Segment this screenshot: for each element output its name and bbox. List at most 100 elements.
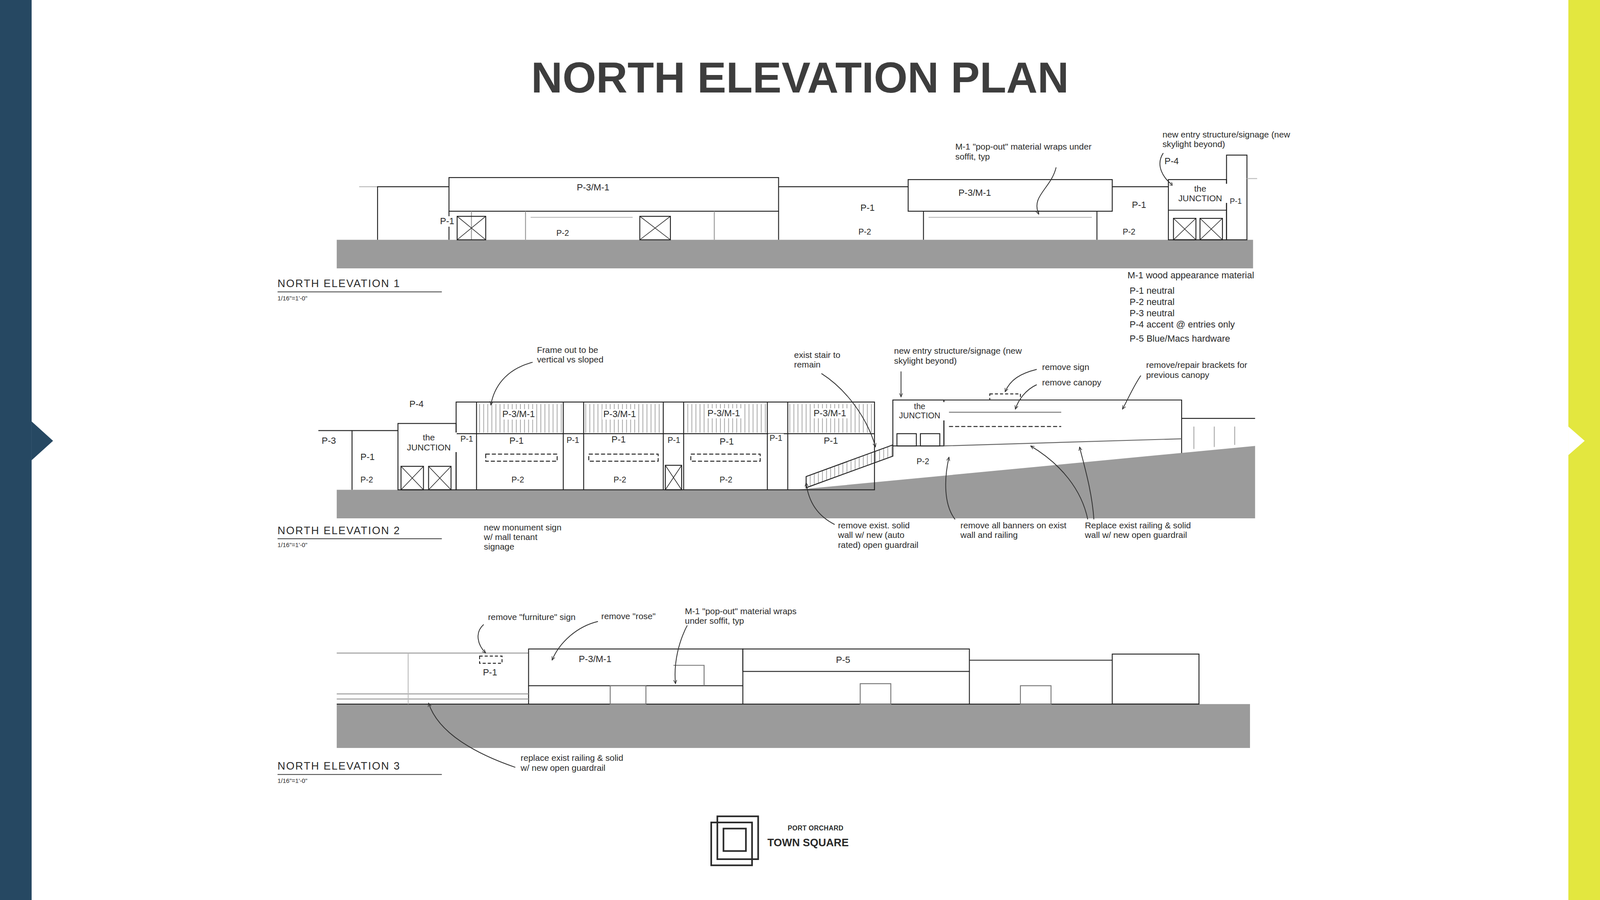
callout-label: P-3/M-1: [602, 409, 638, 420]
note: M-1 "pop-out" material wraps under soffi…: [954, 141, 1100, 162]
note: remove/repair brackets for previous cano…: [1145, 360, 1273, 380]
north-elevation-3: [968, 671, 970, 704]
north-elevation-1: [778, 186, 909, 188]
side-bars: [31, 421, 53, 460]
north-elevation-1: [1200, 218, 1223, 240]
north-elevation-1: [449, 211, 779, 240]
scale-note: 1/16"=1'-0": [277, 541, 308, 549]
leader-lines: [900, 371, 902, 397]
callout-label: the JUNCTION: [893, 402, 946, 421]
north-elevation-3: [336, 649, 1250, 749]
north-elevation-1: [1247, 177, 1258, 179]
north-elevation-2: [990, 393, 1021, 400]
callout-label: P-3/M-1: [957, 187, 993, 199]
callout-label: P-3/M-1: [706, 408, 742, 419]
side-bars: [0, 0, 32, 900]
note: M-1 wood appearance material: [1127, 270, 1255, 281]
north-elevation-2: [318, 393, 1255, 519]
note: exist stair to remain: [792, 350, 857, 370]
note: remove "furniture" sign: [486, 612, 581, 622]
callout-label: P-1: [859, 202, 876, 214]
heading-rules: [277, 291, 442, 293]
callout-label: P-1: [359, 452, 376, 463]
callout-label: the JUNCTION: [400, 432, 457, 453]
north-elevation-2: [665, 465, 682, 490]
north-elevation-2: [485, 454, 558, 462]
heading-rules: [277, 538, 442, 540]
page-title: NORTH ELEVATION PLAN: [0, 52, 1600, 103]
north-elevation-1: [1168, 209, 1227, 211]
north-elevation-2: [943, 400, 1182, 453]
note: new entry structure/signage (new skyligh…: [892, 345, 1030, 366]
north-elevation-3: [528, 685, 743, 705]
north-elevation-2: [897, 433, 917, 446]
note: M-1 "pop-out" material wraps under soffi…: [683, 606, 817, 626]
note: new entry structure/signage (new skyligh…: [1161, 129, 1309, 150]
north-elevation-2: [400, 466, 424, 490]
north-elevation-3: [336, 703, 1199, 705]
note: replace exist railing & solid w/ new ope…: [519, 752, 633, 773]
north-elevation-1: [1200, 218, 1223, 240]
north-elevation-1: [336, 155, 1258, 269]
side-bars: [1568, 0, 1600, 900]
note: remove "rose": [600, 611, 657, 621]
north-elevation-1: [449, 177, 779, 212]
note: P-5 Blue/Macs hardware: [1129, 333, 1230, 345]
north-elevation-2: [318, 430, 353, 431]
north-elevation-2: [943, 438, 1182, 446]
elevation-heading: NORTH ELEVATION 2: [277, 524, 401, 537]
note: Frame out to be vertical vs sloped: [535, 345, 612, 365]
north-elevation-3: [860, 683, 891, 705]
north-elevation-1: [471, 211, 715, 240]
leader-lines: [675, 622, 689, 684]
north-elevation-2: [428, 466, 452, 490]
north-elevation-1: [457, 216, 486, 240]
north-elevation-1: [928, 217, 1093, 218]
callout-label: P-2: [1121, 227, 1137, 237]
north-elevation-2: [400, 466, 424, 490]
leader-lines: [1005, 369, 1037, 393]
logo-text: TOWN SQUARE: [767, 836, 849, 849]
callout-label: P-4: [1163, 156, 1180, 167]
note: Replace exist railing & solid wall w/ ne…: [1083, 520, 1197, 540]
callout-label: P-1: [666, 435, 682, 445]
north-elevation-1: [640, 216, 671, 240]
leader-lines: [477, 624, 486, 654]
north-elevation-2: [583, 404, 664, 433]
north-elevation-1: [530, 217, 633, 218]
north-elevation-2: [806, 445, 893, 488]
callout-label: the JUNCTION: [1172, 183, 1228, 204]
north-elevation-2: [690, 454, 761, 462]
callout-label: P-2: [915, 457, 931, 467]
north-elevation-1: [640, 216, 671, 240]
callout-label: P-1: [768, 433, 784, 443]
heading-rules: [277, 291, 442, 775]
callout-label: P-1: [610, 434, 627, 445]
callout-label: P-3: [320, 435, 338, 447]
callout-label: P-2: [359, 475, 375, 485]
callout-label: P-2: [718, 475, 734, 485]
callout-label: P-1: [565, 435, 581, 445]
leader-lines: [1079, 447, 1094, 520]
heading-rules: [277, 774, 442, 775]
callout-label: P-1: [1130, 200, 1148, 211]
north-elevation-2: [949, 426, 1062, 428]
elevation-heading: NORTH ELEVATION 1: [277, 277, 401, 290]
north-elevation-2: [336, 445, 1255, 519]
leader-lines: [428, 152, 1174, 768]
north-elevation-2: [920, 433, 940, 446]
north-elevation-1: [1226, 155, 1248, 240]
north-elevation-3: [407, 652, 409, 704]
north-elevation-1: [908, 179, 1113, 212]
callout-label: P-2: [510, 475, 525, 485]
north-elevation-2: [949, 411, 1062, 413]
side-bars: [1568, 426, 1585, 456]
callout-label: P-3/M-1: [812, 408, 848, 419]
north-elevation-3: [528, 649, 743, 686]
callout-label: P-1: [481, 667, 499, 678]
north-elevation-2: [683, 404, 768, 433]
logo-mark: [717, 816, 759, 860]
north-elevation-2: [1181, 417, 1255, 419]
